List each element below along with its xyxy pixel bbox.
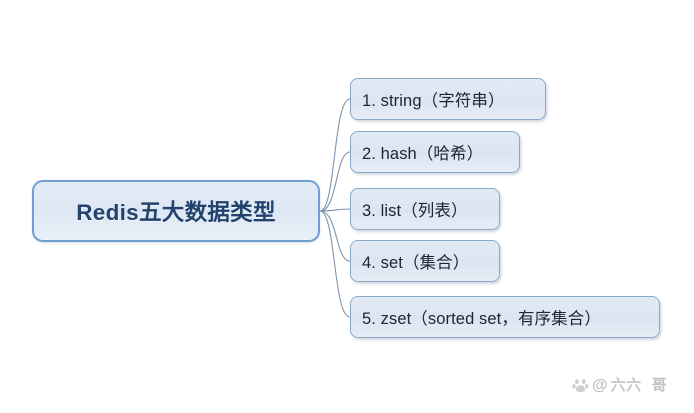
child-node-list[interactable]: 3. list（列表） [350,188,500,230]
watermark-name: 六六 [610,377,642,394]
connector-to-zset [319,210,351,318]
connector-to-list [319,208,351,212]
root-node-label: Redis五大数据类型 [76,200,276,225]
watermark-at-symbol: @ [592,376,608,394]
watermark-suffix: 哥 [651,377,667,394]
paw-logo-icon [572,379,589,393]
connector-to-string [319,98,351,212]
child-node-label: 2. hash（哈希） [362,145,484,163]
child-node-set[interactable]: 4. set（集合） [350,240,500,282]
child-node-label: 3. list（列表） [362,202,468,220]
connector-to-set [319,210,351,262]
child-node-label: 5. zset（sorted set，有序集合） [362,310,601,328]
child-node-string[interactable]: 1. string（字符串） [350,78,546,120]
root-node[interactable]: Redis五大数据类型 [32,180,320,242]
child-node-hash[interactable]: 2. hash（哈希） [350,131,520,173]
child-node-label: 4. set（集合） [362,254,470,272]
child-node-zset[interactable]: 5. zset（sorted set，有序集合） [350,296,660,338]
watermark: @ 六六 哥 [572,377,667,394]
connector-to-hash [319,151,351,212]
child-node-label: 1. string（字符串） [362,92,505,110]
